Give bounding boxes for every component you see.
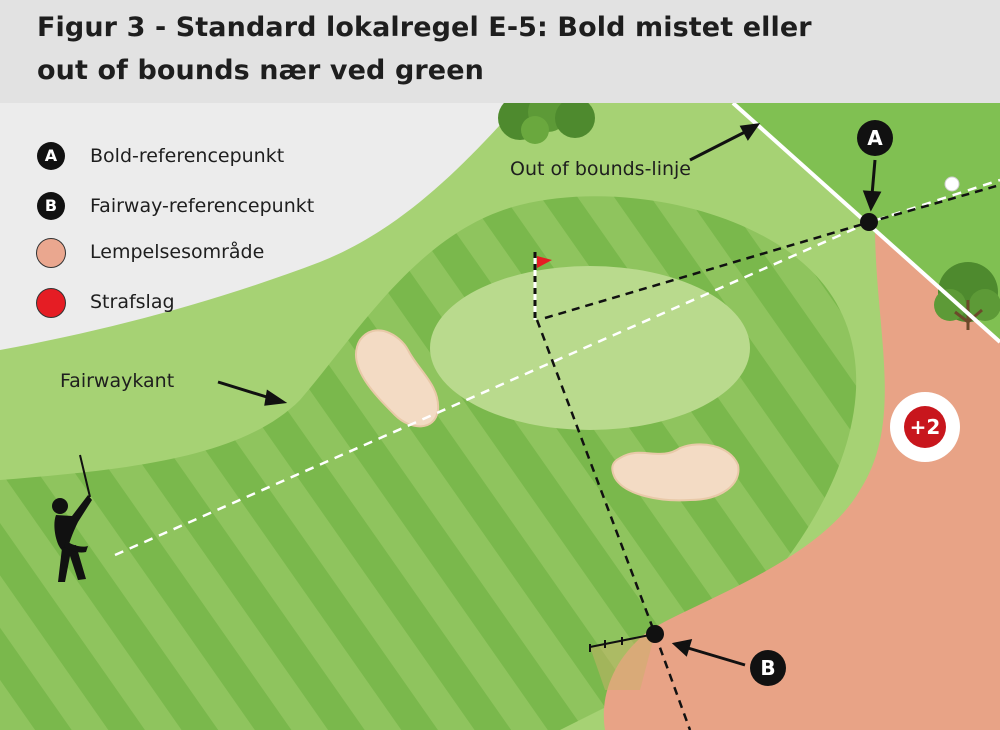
golfer-icon <box>52 454 92 582</box>
golf-hole-diagram <box>0 103 1000 730</box>
relief-area-overlap <box>590 633 655 690</box>
figure-title-line-2: out of bounds nær ved green <box>37 55 484 86</box>
bunker-left <box>354 329 440 428</box>
header-bar: Figur 3 - Standard lokalregel E-5: Bold … <box>0 0 1000 103</box>
penalty-badge: +2 <box>904 406 946 448</box>
penalty-badge-wrapper: +2 <box>890 392 960 462</box>
fairway-edge-label: Fairwaykant <box>60 370 175 392</box>
legend-label-relief-area: Lempelsesområde <box>90 241 265 263</box>
tree-top-icon <box>498 103 595 144</box>
legend-label-ball-reference: Bold-referencepunkt <box>90 145 285 167</box>
legend-marker-b: B <box>37 192 65 220</box>
marker-a: A <box>857 120 893 156</box>
legend-label-penalty: Strafslag <box>90 291 175 313</box>
arrow-point-a-icon <box>870 159 877 196</box>
arrow-out-of-bounds-icon <box>689 130 746 162</box>
arrow-head-3 <box>862 190 882 212</box>
arrow-point-b-icon <box>687 646 746 667</box>
arrows <box>217 123 882 667</box>
flag-icon <box>537 256 552 268</box>
out-of-bounds-line-label: Out of bounds-linje <box>510 158 691 180</box>
putting-green <box>430 266 750 430</box>
bunker-right <box>611 443 740 502</box>
marker-b: B <box>750 650 786 686</box>
club-length-ticks <box>589 637 623 652</box>
relief-area <box>603 225 1000 730</box>
legend-label-fairway-reference: Fairway-referencepunkt <box>90 195 315 217</box>
arrow-fairway-edge-icon <box>217 380 271 400</box>
figure-title-line-1: Figur 3 - Standard lokalregel E-5: Bold … <box>37 12 812 43</box>
tree-right-icon <box>934 262 1000 330</box>
arrow-head-4 <box>671 639 693 657</box>
fairway-reference-point <box>646 625 664 643</box>
legend-marker-a: A <box>37 142 65 170</box>
arrow-head-1 <box>739 123 761 141</box>
legend-swatch-penalty <box>36 288 66 318</box>
background-area <box>0 103 520 350</box>
ball-icon <box>944 176 960 192</box>
legend-swatch-relief-area <box>36 238 66 268</box>
arrow-head-2 <box>264 389 288 406</box>
ball-reference-point <box>860 213 878 231</box>
shot-line <box>114 178 1000 557</box>
